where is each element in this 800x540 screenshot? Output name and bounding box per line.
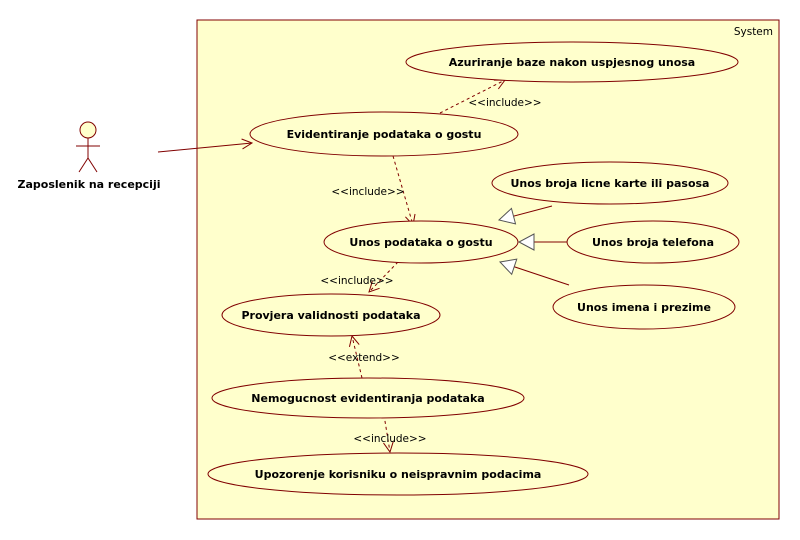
include-line-provjera <box>369 261 399 292</box>
use-case-unos-imena[interactable]: Unos imena i prezime <box>552 284 736 330</box>
include-label-provjera: <<include>> <box>320 275 393 287</box>
use-case-unos-imena-label: Unos imena i prezime <box>577 301 711 314</box>
actor-name: Zaposlenik na recepciji <box>17 178 160 191</box>
use-case-unos-telefona[interactable]: Unos broja telefona <box>566 220 740 264</box>
use-case-provjera[interactable]: Provjera validnosti podataka <box>221 293 441 337</box>
use-case-upozorenje-label: Upozorenje korisniku o neispravnim podac… <box>255 468 542 481</box>
use-case-nemogucnost[interactable]: Nemogucnost evidentiranja podataka <box>211 377 525 419</box>
use-case-unos-telefona-label: Unos broja telefona <box>592 236 714 249</box>
use-case-azuriranje[interactable]: Azuriranje baze nakon uspjesnog unosa <box>405 41 739 83</box>
generalization-line-imena <box>498 258 570 286</box>
actor-association-line <box>157 143 252 153</box>
use-case-unos-licne[interactable]: Unos broja licne karte ili pasosa <box>491 161 729 205</box>
generalization-line-licne <box>497 205 553 225</box>
system-label: System <box>734 26 773 38</box>
include-line-azuriranje <box>439 80 505 114</box>
use-case-unos-licne-label: Unos broja licne karte ili pasosa <box>511 177 710 190</box>
use-case-nemogucnost-label: Nemogucnost evidentiranja podataka <box>251 392 484 405</box>
extend-line-nemogucnost <box>352 336 363 379</box>
use-case-azuriranje-label: Azuriranje baze nakon uspjesnog unosa <box>449 56 695 69</box>
extend-label-nemogucnost: <<extend>> <box>328 352 400 364</box>
include-label-azuriranje: <<include>> <box>468 97 541 109</box>
include-line-upozorenje <box>384 414 390 452</box>
use-case-unos-podataka-label: Unos podataka o gostu <box>349 236 492 249</box>
use-case-provjera-label: Provjera validnosti podataka <box>241 309 420 322</box>
use-case-evidentiranje-label: Evidentiranje podataka o gostu <box>287 128 482 141</box>
use-case-unos-podataka[interactable]: Unos podataka o gostu <box>323 220 519 264</box>
use-case-upozorenje[interactable]: Upozorenje korisniku o neispravnim podac… <box>207 452 589 496</box>
actor-stick-figure[interactable] <box>76 121 100 173</box>
include-label-upozorenje: <<include>> <box>353 433 426 445</box>
include-label-unos-podataka: <<include>> <box>331 186 404 198</box>
system-boundary <box>196 19 780 520</box>
use-case-evidentiranje[interactable]: Evidentiranje podataka o gostu <box>249 111 519 157</box>
